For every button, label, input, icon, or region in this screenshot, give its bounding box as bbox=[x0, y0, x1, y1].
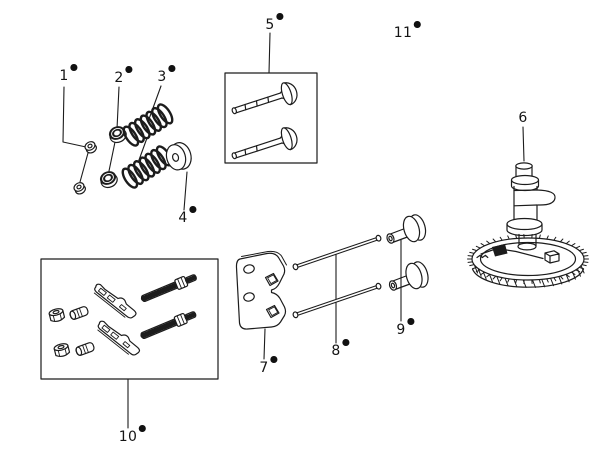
camshaft-release-arm bbox=[476, 244, 560, 264]
leader-lines bbox=[62, 32, 525, 429]
callout-number: 6 bbox=[518, 110, 528, 126]
callout-number: 10 bbox=[118, 429, 138, 445]
callout-number: 8 bbox=[331, 343, 341, 359]
callout-number: 11 bbox=[393, 25, 413, 41]
rocker-stud-1 bbox=[140, 274, 197, 303]
rocker-stud-2 bbox=[140, 311, 197, 340]
callout-4-valve-spring-seat: 4 bbox=[178, 206, 197, 226]
part-rocker-kit bbox=[40, 258, 219, 380]
part-spring-seat bbox=[165, 142, 192, 171]
part-camshaft-assembly bbox=[467, 162, 589, 288]
part-push-rods bbox=[292, 234, 382, 319]
rocker-nut-2 bbox=[53, 343, 71, 357]
callout-10-rocker-arm-kit-box: 10 bbox=[118, 425, 146, 445]
rocker-nut-1 bbox=[48, 308, 66, 322]
callout-number: 5 bbox=[265, 17, 275, 33]
valve-box-frame bbox=[224, 72, 318, 164]
camshaft-shaft bbox=[506, 162, 556, 251]
part-valve-springs bbox=[121, 103, 174, 189]
part-valve-set bbox=[224, 72, 318, 164]
tappet-lower bbox=[388, 261, 429, 291]
rocker-pivot-2 bbox=[75, 342, 95, 356]
callout-11: 11 bbox=[393, 21, 421, 41]
callout-1-valve-keepers: 1 bbox=[59, 64, 78, 84]
callout-3-valve-springs: 3 bbox=[157, 65, 176, 85]
callout-2-valve-spring-retainers: 2 bbox=[114, 66, 133, 86]
callout-dot bbox=[407, 318, 415, 325]
callout-dot bbox=[276, 13, 284, 20]
callout-5-valve-set-box: 5 bbox=[265, 13, 284, 33]
callout-dot bbox=[270, 356, 278, 363]
callout-7-push-rod-guide-plate: 7 bbox=[259, 356, 278, 376]
rocker-box-frame bbox=[40, 258, 219, 380]
rocker-arm-1 bbox=[93, 283, 137, 319]
callout-dot bbox=[414, 21, 421, 28]
tappet-upper bbox=[386, 214, 427, 244]
callout-dot bbox=[342, 339, 350, 346]
callout-number: 1 bbox=[59, 68, 69, 84]
callout-number: 9 bbox=[396, 322, 406, 338]
callout-number: 2 bbox=[114, 70, 124, 86]
camshaft-gear bbox=[467, 234, 589, 288]
part-valve-keepers bbox=[73, 141, 97, 195]
part-spring-retainers bbox=[99, 126, 127, 189]
callout-6-camshaft-assembly: 6 bbox=[518, 110, 527, 126]
callout-dot bbox=[139, 425, 146, 432]
callout-dot bbox=[189, 206, 197, 213]
callout-dot bbox=[168, 65, 176, 72]
part-guide-plate bbox=[235, 250, 287, 330]
callout-9-valve-tappets: 9 bbox=[396, 318, 415, 338]
callout-dot bbox=[125, 66, 133, 73]
callout-number: 3 bbox=[157, 69, 167, 85]
part-tappets bbox=[386, 214, 429, 291]
rocker-pivot-1 bbox=[69, 306, 89, 320]
callout-8-push-rods: 8 bbox=[331, 339, 350, 359]
callout-number: 4 bbox=[178, 210, 188, 226]
rocker-arm-2 bbox=[97, 320, 141, 356]
callout-number: 7 bbox=[259, 360, 269, 376]
callout-dot bbox=[70, 64, 78, 71]
